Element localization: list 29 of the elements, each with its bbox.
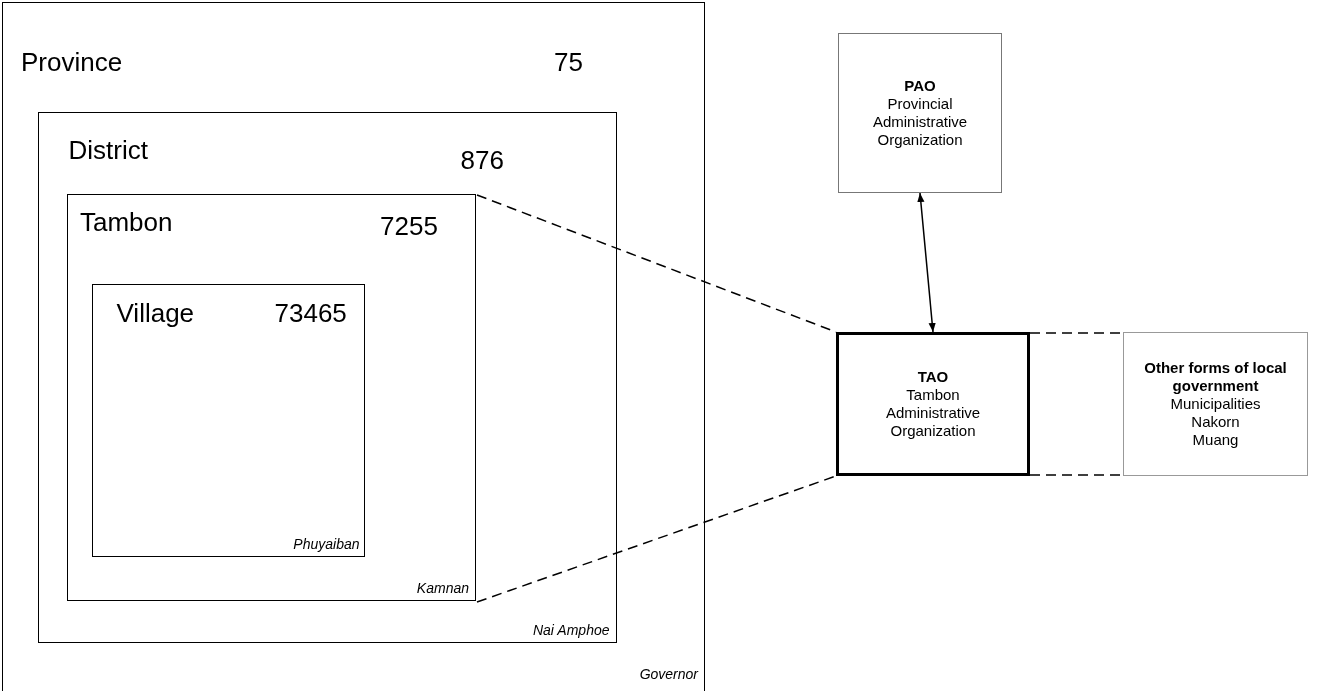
box-text: Municipalities (1170, 395, 1261, 413)
unit-count: 75 (554, 47, 583, 77)
region-box (67, 194, 476, 601)
box-text: Nakorn (1191, 413, 1240, 431)
region-name: District (68, 134, 148, 165)
official-title: Kamnan (416, 579, 469, 597)
unit-count: 73465 (274, 297, 347, 328)
arrow (917, 192, 936, 333)
organization-box (836, 332, 1030, 476)
official-title: Nai Amphoe (532, 620, 610, 639)
box-text: Muang (1192, 431, 1239, 449)
official-title: Phuyaiban (293, 534, 360, 553)
official-title: Governor (639, 665, 698, 683)
unit-count: 7255 (380, 211, 438, 241)
region-name: Tambon (80, 207, 173, 237)
box-heading: PAO (904, 77, 936, 95)
region-name: Village (116, 297, 195, 328)
connector-line (476, 475, 837, 603)
box-text: Provincial Administrative Organization (871, 95, 969, 149)
box-heading: Other forms of local government (1143, 359, 1288, 395)
unit-count: 876 (460, 144, 504, 175)
region-box (91, 283, 365, 557)
region-box (2, 2, 705, 691)
region-box (37, 111, 617, 643)
box-heading: TAO (917, 368, 949, 386)
region-name: Province (21, 47, 123, 77)
box-text: Tambon Administrative Organization (884, 386, 982, 440)
organization-box (1123, 332, 1308, 476)
organization-box (838, 33, 1002, 193)
